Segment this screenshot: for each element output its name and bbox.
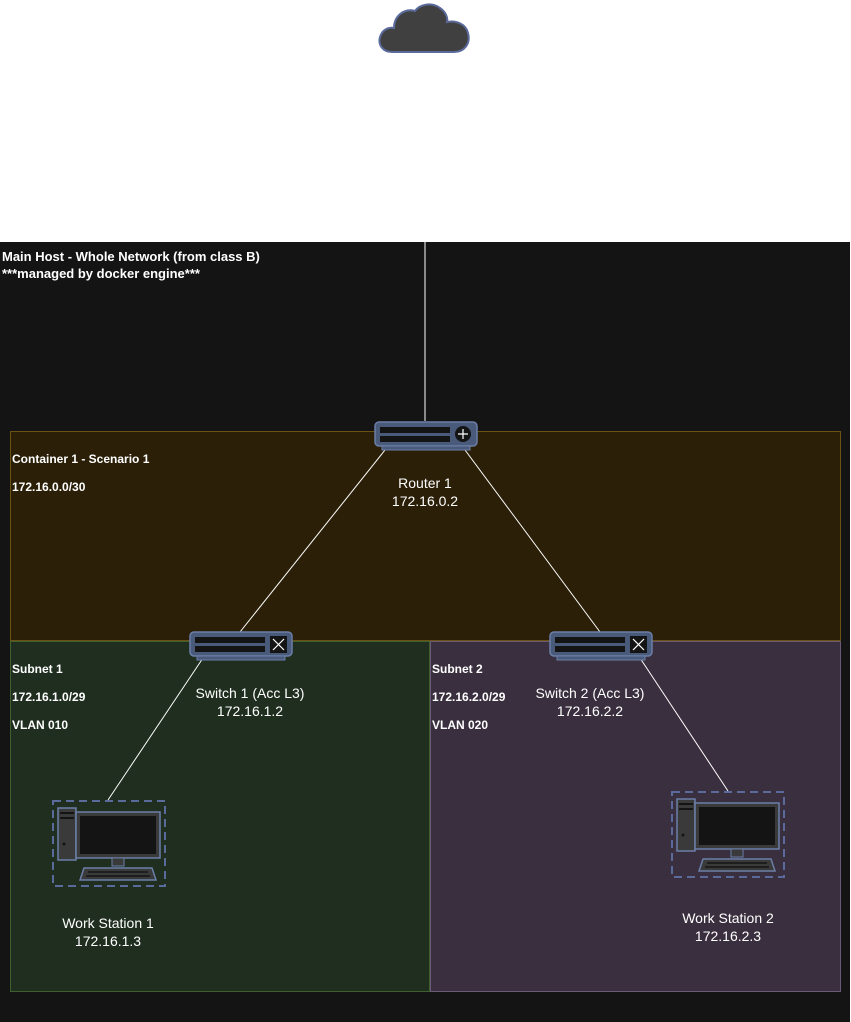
container-label: Container 1 - Scenario 1 172.16.0.0/30: [12, 438, 149, 508]
subnet-1-vlan: VLAN 010: [12, 718, 69, 732]
container-subnet: 172.16.0.0/30: [12, 480, 86, 494]
ws-2-ip: 172.16.2.3: [694, 928, 762, 944]
link-router-switch2: [464, 449, 601, 633]
link-router-switch1: [239, 449, 386, 633]
ws-1-label: Work Station 1 172.16.1.3: [30, 914, 186, 950]
ws-1-ip: 172.16.1.3: [74, 933, 142, 949]
cloud-icon[interactable]: [378, 2, 472, 54]
switch-1-ip: 172.16.1.2: [216, 703, 284, 719]
subnet-1-title: Subnet 1: [12, 662, 63, 676]
subnet-2-label: Subnet 2 172.16.2.0/29 VLAN 020: [432, 648, 505, 746]
subnet-2-network: 172.16.2.0/29: [432, 690, 506, 704]
host-title-label: Main Host - Whole Network (from class B)…: [2, 248, 260, 282]
router-1-name: Router 1: [398, 475, 452, 491]
link-switch2-ws2: [639, 657, 729, 792]
workstation-1-icon[interactable]: [52, 800, 166, 888]
router-icon[interactable]: [374, 420, 478, 452]
subnet-1-label: Subnet 1 172.16.1.0/29 VLAN 010: [12, 648, 85, 746]
switch-1-label: Switch 1 (Acc L3) 172.16.1.2: [160, 684, 340, 720]
subnet-2-title: Subnet 2: [432, 662, 483, 676]
router-1-ip: 172.16.0.2: [391, 493, 459, 509]
host-subtitle: ***managed by docker engine***: [2, 266, 200, 281]
switch-2-label: Switch 2 (Acc L3) 172.16.2.2: [500, 684, 680, 720]
switch-2-ip: 172.16.2.2: [556, 703, 624, 719]
ws-2-name: Work Station 2: [682, 910, 774, 926]
ws-2-label: Work Station 2 172.16.2.3: [650, 909, 806, 945]
switch-1-icon[interactable]: [189, 630, 293, 662]
router-1-label: Router 1 172.16.0.2: [350, 474, 500, 510]
container-zone: [10, 431, 841, 641]
container-title: Container 1 - Scenario 1: [12, 452, 150, 466]
switch-2-icon[interactable]: [549, 630, 653, 662]
ws-1-name: Work Station 1: [62, 915, 154, 931]
switch-2-name: Switch 2 (Acc L3): [535, 685, 645, 701]
link-switch1-ws1: [107, 657, 204, 801]
subnet-1-network: 172.16.1.0/29: [12, 690, 86, 704]
host-title: Main Host - Whole Network (from class B): [2, 249, 260, 264]
subnet-2-vlan: VLAN 020: [432, 718, 489, 732]
switch-1-name: Switch 1 (Acc L3): [195, 685, 305, 701]
workstation-2-icon[interactable]: [671, 791, 785, 879]
